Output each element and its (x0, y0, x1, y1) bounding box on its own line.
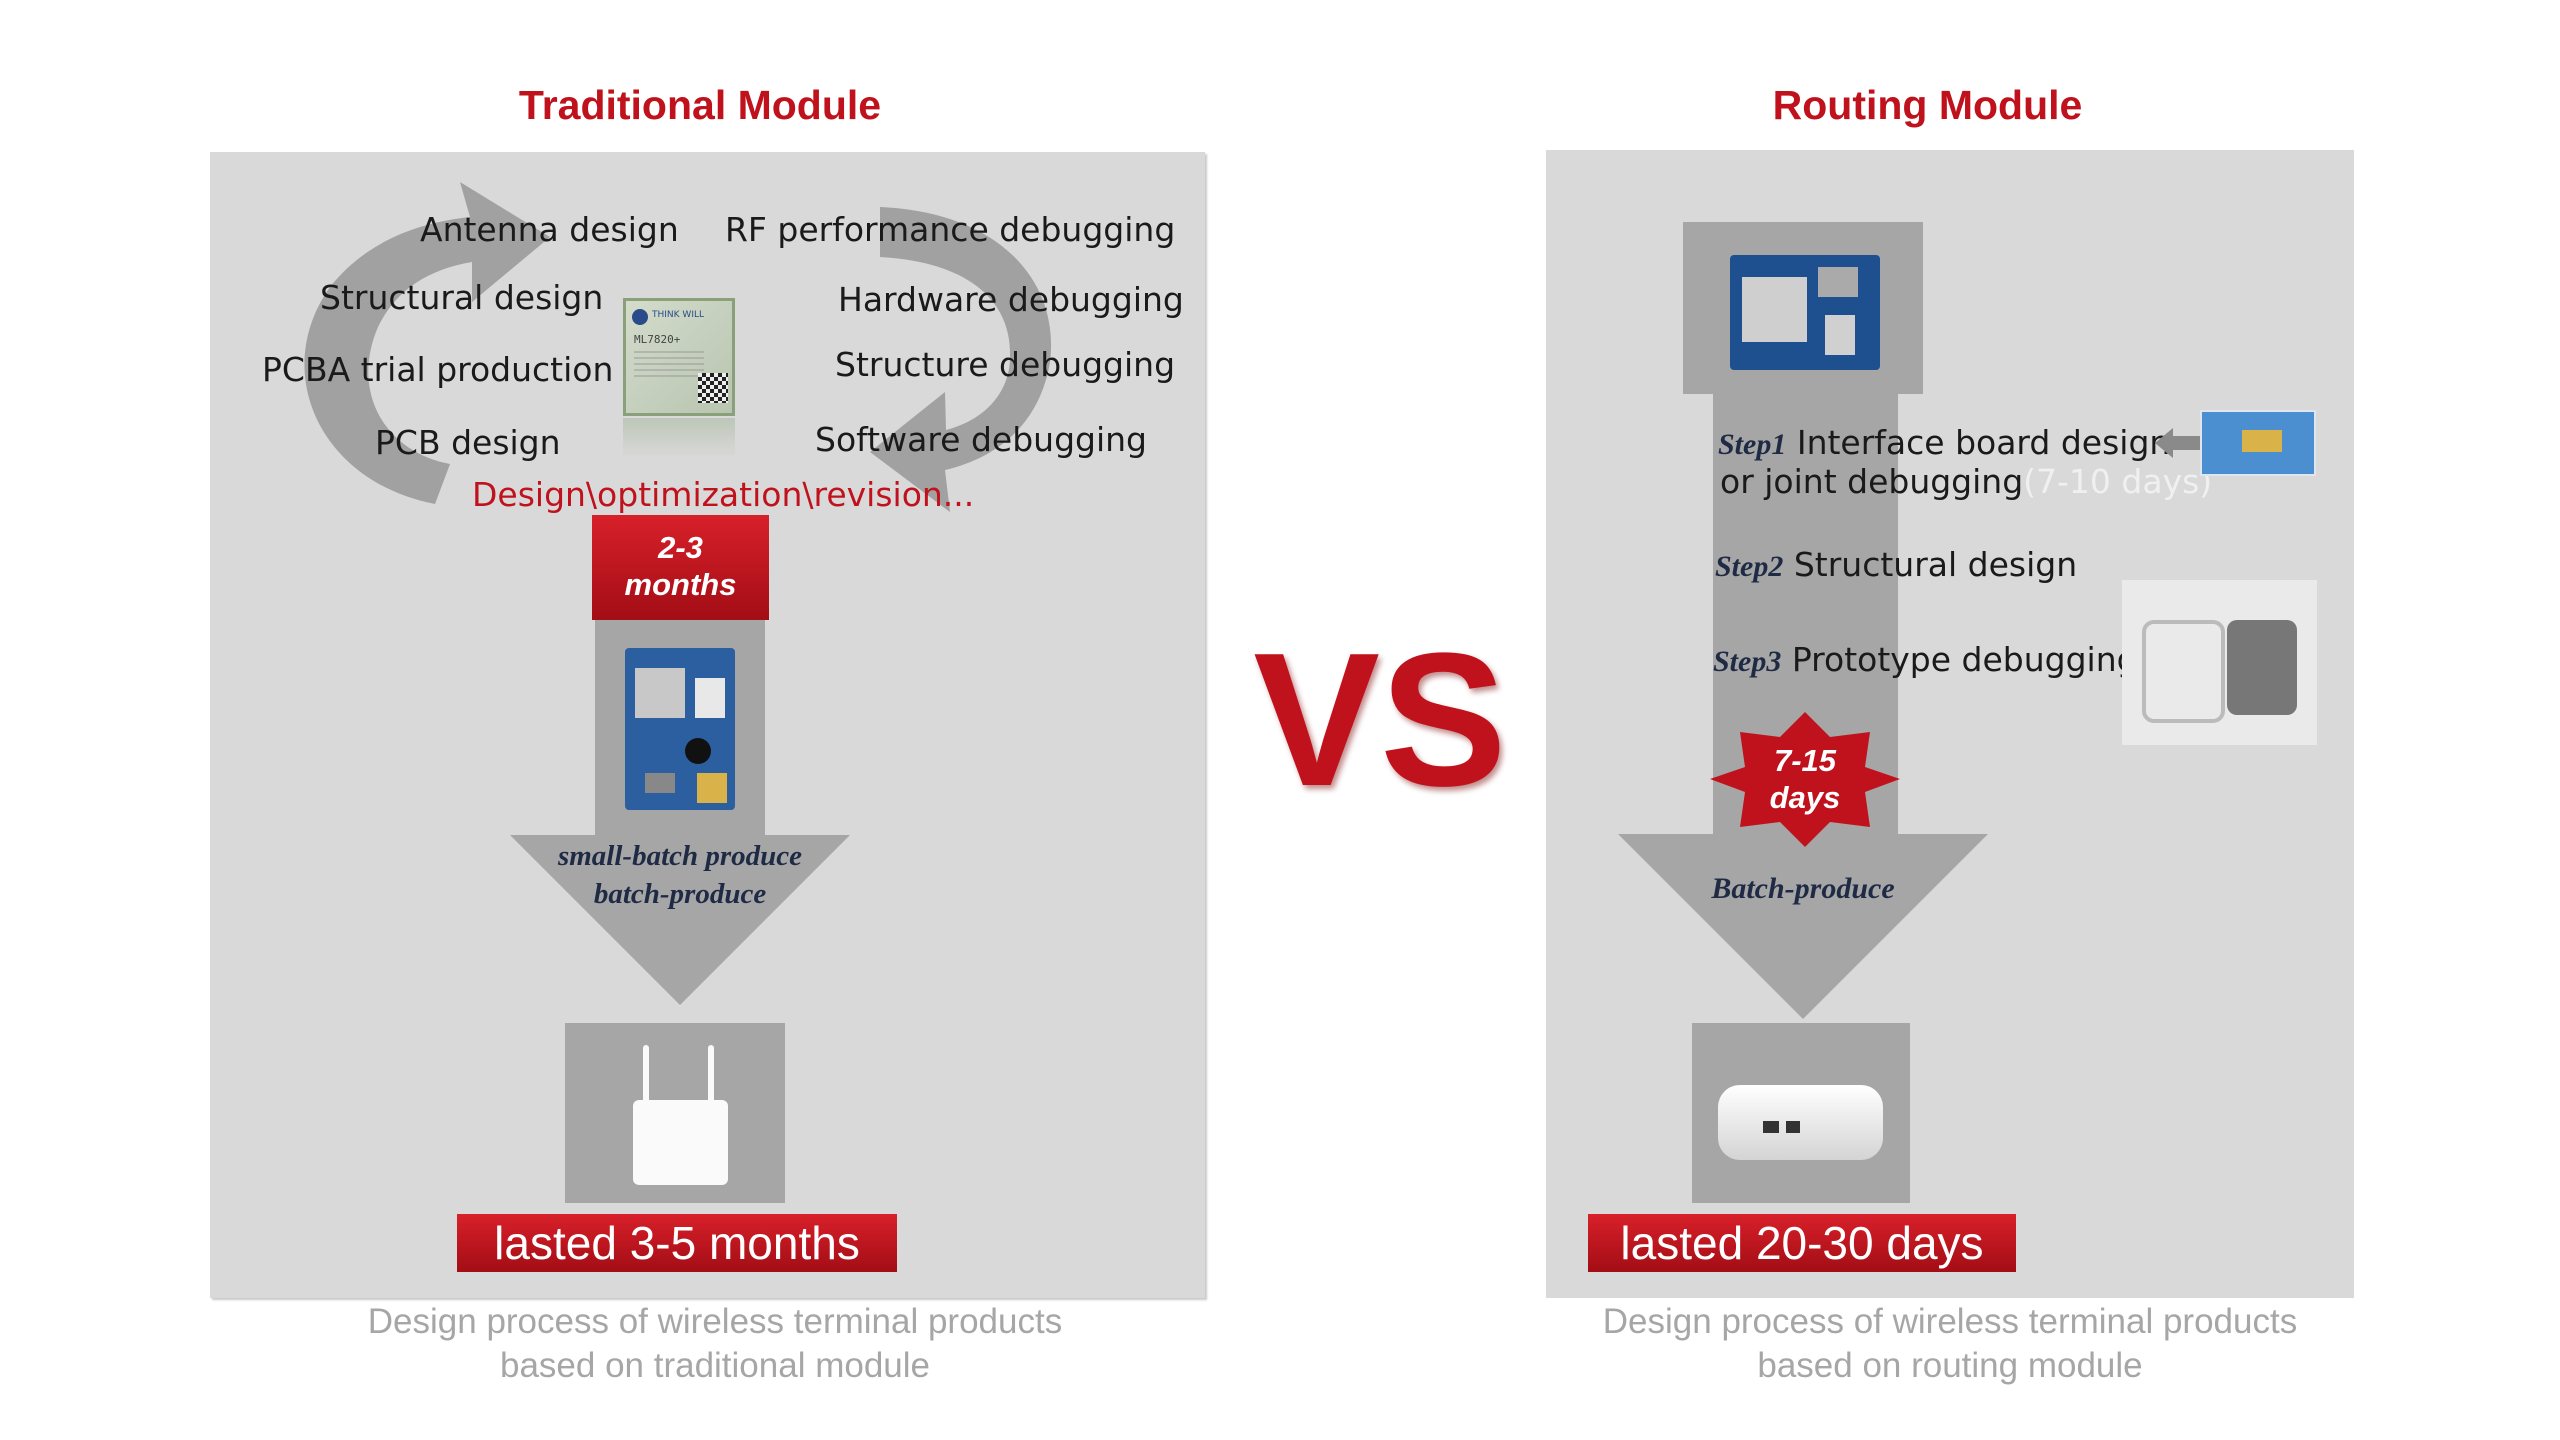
step1-line1: Step1 Interface board design (1718, 423, 2170, 462)
cycle-item-structural: Structural design (320, 278, 604, 317)
gateway-image (1718, 1085, 1883, 1160)
router-antenna-left (643, 1045, 649, 1105)
batch-produce-text: Batch-produce (1711, 872, 1895, 905)
interface-board-image (2200, 410, 2316, 476)
vs-label: VS (1253, 614, 1507, 826)
caption-left-2: based on traditional module (499, 1346, 930, 1385)
routing-module-image (1730, 255, 1880, 370)
step2-label: Step2 (1715, 550, 1784, 583)
qr-code-icon (698, 373, 728, 403)
step1-text: Interface board design (1796, 423, 2171, 462)
gateway-port (1763, 1121, 1779, 1133)
down-arrow-right-icon (1618, 394, 1988, 1019)
prototype-image (2122, 580, 2317, 745)
step2-line: Step2 Structural design (1715, 545, 2077, 584)
step1-line2: or joint debugging(7-10 days) (1720, 462, 2212, 501)
step2-text: Structural design (1793, 545, 2078, 584)
produce-text-left-1: small-batch produce (557, 840, 803, 872)
chip-reflection (623, 418, 735, 458)
caption-right-2: based on routing module (1757, 1346, 2143, 1385)
optimization-text: Design\optimization\revision... (472, 475, 975, 514)
gateway-port-2 (1786, 1121, 1800, 1133)
step1-text2: or joint debugging (1720, 462, 2024, 501)
router-image (633, 1100, 728, 1185)
step1-duration: (7-10 days) (2023, 462, 2213, 501)
step1-label: Step1 (1718, 428, 1787, 461)
chip-brand: THINK WILL (652, 310, 704, 320)
cycle-item-antenna: Antenna design (420, 210, 679, 249)
routing-module-title: Routing Module (1772, 82, 2083, 128)
dev-board-image (625, 648, 735, 810)
step3-text: Prototype debugging (1791, 640, 2138, 679)
duration-badge-right: 7-15 days (1769, 743, 1841, 816)
cycle-item-pcba: PCBA trial production (262, 350, 614, 389)
lasted-left: lasted 3-5 months (457, 1214, 897, 1272)
module-chip-image: THINK WILL ML7820+ (623, 298, 735, 416)
chip-text-lines (634, 351, 704, 379)
caption-right-1: Design process of wireless terminal prod… (1602, 1302, 2298, 1341)
chip-logo-icon (632, 309, 648, 325)
cycle-item-software: Software debugging (815, 420, 1147, 459)
lasted-right: lasted 20-30 days (1588, 1214, 2016, 1272)
cycle-item-hardware: Hardware debugging (838, 280, 1184, 319)
produce-text-left-2: batch-produce (593, 878, 767, 910)
duration-badge-left: 2-3 months (592, 515, 769, 620)
caption-left-1: Design process of wireless terminal prod… (367, 1302, 1063, 1341)
step3-line: Step3 Prototype debugging (1713, 640, 2138, 679)
chip-model: ML7820+ (634, 333, 681, 346)
step3-label: Step3 (1713, 645, 1782, 678)
traditional-module-title: Traditional Module (518, 82, 882, 128)
cycle-item-pcb: PCB design (375, 423, 561, 462)
cycle-item-structure-debugging: Structure debugging (835, 345, 1176, 384)
small-left-arrow-icon (2155, 428, 2200, 458)
router-antenna-right (708, 1045, 714, 1105)
cycle-arrows-icon (304, 182, 1052, 512)
cycle-item-rf: RF performance debugging (725, 210, 1176, 249)
star-badge-icon (1710, 712, 1900, 847)
